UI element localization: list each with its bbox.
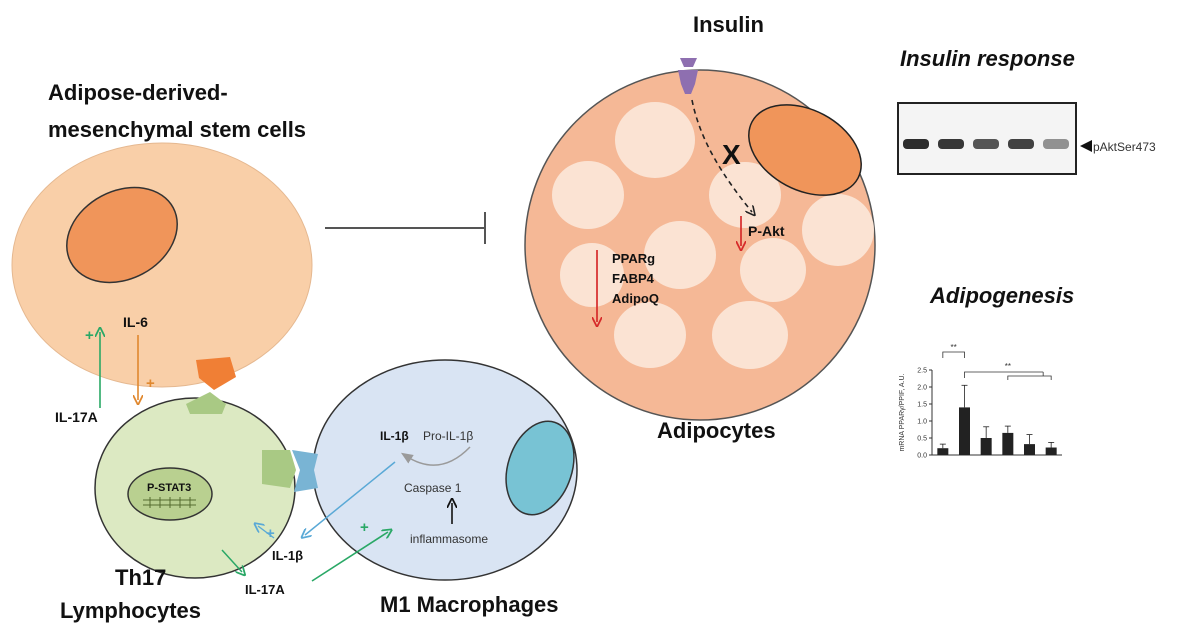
lipid-droplet	[802, 194, 874, 266]
lipid-droplet	[615, 102, 695, 178]
p-stat3-label: P-STAT3	[147, 482, 191, 494]
signal-block-cross: X	[722, 139, 741, 170]
macrophage-nucleus	[505, 420, 575, 516]
m1-label: M1 Macrophages	[380, 592, 559, 617]
lipid-droplet	[560, 243, 624, 307]
blot-band-label: pAktSer473	[1093, 140, 1156, 154]
th17-cell	[94, 392, 296, 579]
p-akt-label: P-Akt	[748, 223, 785, 239]
insulin-label: Insulin	[693, 12, 764, 37]
gene-adipoq: AdipoQ	[612, 291, 659, 306]
blot-band	[973, 139, 999, 149]
stem-cell-receptor	[196, 357, 236, 390]
il17a-bottom-label: IL-17A	[245, 582, 285, 597]
lipid-droplet	[740, 238, 806, 302]
adipogenesis-chart: 0.0 0.5 1.0 1.5 2.0 2.5 mRNA PPARγ/PPIF, A.U. *…	[899, 343, 1062, 460]
il6-label: IL-6	[123, 314, 148, 330]
stem-cell	[11, 142, 313, 390]
stem-cell-label-line-2: mesenchymal stem cells	[48, 117, 306, 142]
il1b-small-arrow	[258, 526, 275, 539]
y-tick-label: 0.0	[917, 453, 927, 460]
y-tick-label: 1.5	[917, 402, 927, 409]
inhibition-line	[325, 212, 486, 244]
blot-pointer-arrow	[1080, 140, 1092, 152]
th17-receptor-right	[262, 450, 296, 488]
stem-cell-nucleus	[66, 186, 178, 284]
plus-blue: +	[266, 525, 275, 542]
il17a-to-macrophage-arrow	[311, 532, 388, 582]
macrophage-cell	[292, 359, 578, 581]
plus-green-left: +	[85, 327, 94, 344]
y-tick-label: 1.0	[917, 419, 927, 426]
y-tick-label: 0.5	[917, 436, 927, 443]
blot-band	[903, 139, 929, 149]
gene-fabp4: FABP4	[612, 271, 655, 286]
bar	[1002, 432, 1014, 455]
y-axis-label: mRNA PPARγ/PPIF, A.U.	[899, 373, 906, 451]
plus-green-bottom: +	[360, 519, 369, 536]
blot-band	[1008, 139, 1034, 149]
pro-il1b-label: Pro-IL-1β	[423, 429, 473, 443]
il1b-macrophage-label: IL-1β	[380, 429, 409, 443]
bar	[1045, 447, 1057, 455]
macrophage-receptor	[292, 450, 318, 492]
insulin-signal-arrow	[691, 99, 752, 212]
western-blot	[897, 102, 1077, 175]
th17-label-line-1: Th17	[115, 565, 166, 590]
lipid-droplet	[644, 221, 716, 289]
significance-mark: **	[951, 343, 957, 352]
significance-bracket	[964, 371, 1044, 378]
il1b-to-th17-arrow	[305, 461, 396, 535]
il17a-left-label: IL-17A	[55, 409, 98, 425]
th17-label-line-2: Lymphocytes	[60, 598, 201, 623]
insulin-receptor	[678, 58, 698, 94]
adipocytes-label: Adipocytes	[657, 418, 776, 443]
lipid-droplet	[712, 301, 788, 369]
significance-bracket	[942, 351, 965, 358]
bar	[980, 438, 992, 455]
y-tick-label: 2.0	[917, 385, 927, 392]
blot-band	[938, 139, 964, 149]
bar	[959, 407, 970, 455]
gene-ppar: PPARg	[612, 251, 655, 266]
pro-il1b-arrow	[400, 446, 471, 466]
il1b-bottom-label: IL-1β	[272, 548, 303, 563]
caspase-label: Caspase 1	[404, 481, 462, 495]
adipogenesis-title: Adipogenesis	[929, 283, 1074, 308]
lipid-droplet	[709, 162, 781, 228]
y-tick-label: 2.5	[917, 368, 927, 375]
lipid-droplet	[614, 302, 686, 368]
adipocyte-cell	[524, 69, 876, 421]
bar	[1024, 444, 1035, 455]
plus-orange-left: +	[146, 375, 155, 392]
blot-band	[1043, 139, 1069, 149]
bar	[937, 448, 949, 455]
lipid-droplet	[552, 161, 624, 229]
th17-nucleus	[127, 467, 213, 521]
adipocyte-nucleus	[748, 104, 862, 196]
th17-receptor-top	[186, 392, 226, 414]
inflammasome-label: inflammasome	[410, 532, 488, 546]
significance-mark: **	[1005, 362, 1011, 371]
stem-cell-label-line-1: Adipose-derived-	[48, 80, 228, 105]
insulin-response-title: Insulin response	[900, 46, 1075, 71]
th17-to-il17a-arrow	[221, 549, 242, 572]
significance-bracket	[1007, 375, 1052, 380]
